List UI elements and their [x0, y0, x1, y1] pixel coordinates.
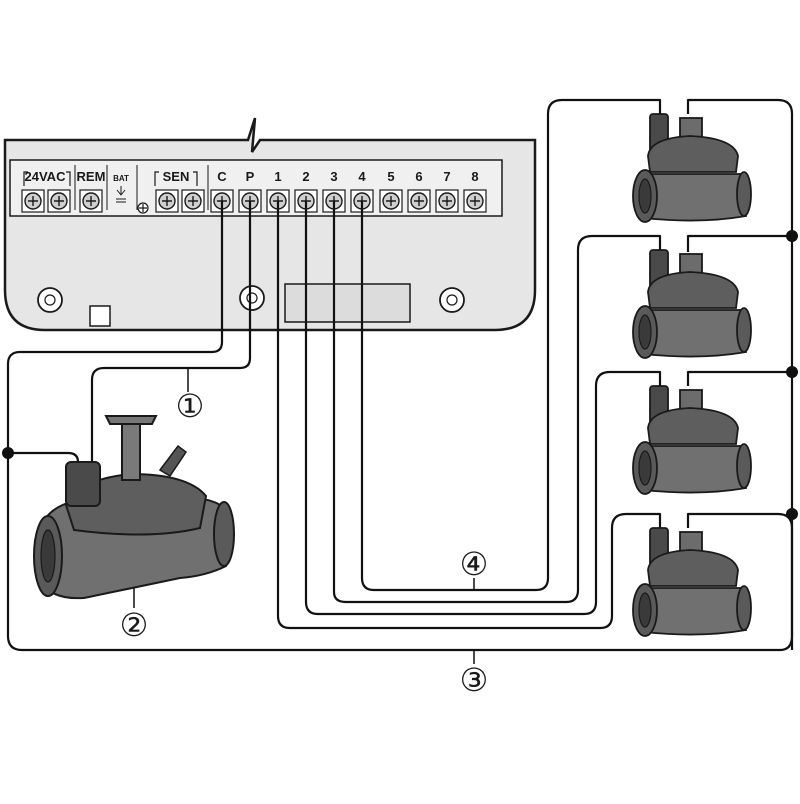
zone-common-wire: [686, 98, 794, 232]
zone-valve-bonnet: [647, 135, 739, 173]
zone-valve-outlet: [736, 307, 752, 353]
zone-1-wire: [276, 201, 662, 630]
screw-terminal: [435, 189, 459, 213]
mounting-hole: [37, 287, 63, 313]
screw-terminal: [379, 189, 403, 213]
controller-tab: [89, 305, 111, 327]
plus-sign-icon: [139, 204, 147, 212]
callout-1: ①: [176, 388, 205, 424]
zone-valve: [632, 249, 752, 359]
terminal-label-c: C: [217, 169, 227, 184]
junction-dots: [2, 230, 798, 520]
terminal-label-bat: BAT: [113, 174, 129, 183]
zone-valves: [632, 113, 752, 637]
zone-valve-bonnet: [647, 549, 739, 587]
terminal-label-4: 4: [358, 169, 366, 184]
screw-terminal: [47, 189, 71, 213]
terminal-group-bracket: [154, 171, 198, 186]
callouts: ① ② ③ ④: [120, 388, 489, 698]
zone-4-wire: [360, 98, 662, 592]
master-valve-bleed: [158, 444, 188, 478]
master-valve-wire: [90, 201, 252, 470]
zone-3-wire: [332, 201, 662, 604]
junction-dot: [786, 508, 798, 520]
screw-terminal: [463, 189, 487, 213]
terminal-label-rem: REM: [77, 169, 106, 184]
zone-valve: [632, 527, 752, 637]
zone-valve-bonnet: [647, 271, 739, 309]
bat-arrow-icon: [116, 186, 126, 203]
master-valve-solenoid: [65, 461, 101, 507]
zone-valve-inlet-bore: [638, 178, 652, 214]
master-valve-handle: [104, 415, 158, 425]
junction-dot: [786, 230, 798, 242]
terminal-label-5: 5: [387, 169, 394, 184]
zone-valve-inlet-bore: [638, 592, 652, 628]
zone-valve-outlet: [736, 585, 752, 631]
screw-terminal-row: [21, 189, 487, 213]
terminal-label-2: 2: [302, 169, 309, 184]
callout-4: ④: [460, 546, 489, 582]
zone-valve-outlet: [736, 171, 752, 217]
terminal-label-1: 1: [274, 169, 281, 184]
terminal-label-8: 8: [471, 169, 478, 184]
master-valve: [33, 415, 235, 600]
terminal-label-24vac: 24VAC: [25, 169, 67, 184]
junction-dot: [786, 366, 798, 378]
terminal-divider: [74, 165, 209, 210]
callout-3: ③: [460, 662, 489, 698]
zone-valve: [632, 113, 752, 223]
zone-valve-bonnet: [647, 407, 739, 445]
terminal-label-6: 6: [415, 169, 422, 184]
common-wire: [6, 201, 794, 652]
controller: 24VAC REM BAT SEN C P 1 2 3 4 5 6 7 8: [3, 117, 537, 332]
zone-common-wire: [686, 234, 792, 252]
terminal-label-p: P: [246, 169, 255, 184]
callout-2: ②: [120, 607, 149, 643]
master-valve-inlet-bore: [40, 529, 56, 583]
screw-terminal: [407, 189, 431, 213]
terminal-label-sen: SEN: [163, 169, 190, 184]
zone-valve-inlet-bore: [638, 314, 652, 350]
wires: [6, 98, 794, 664]
terminal-group-bracket: [23, 171, 71, 186]
screw-terminal: [79, 189, 103, 213]
screw-terminal: [181, 189, 205, 213]
zone-valve-inlet-bore: [638, 450, 652, 486]
zone-common-wire: [686, 370, 792, 386]
screw-terminal: [155, 189, 179, 213]
controller-slot: [284, 283, 411, 323]
zone-valve-outlet: [736, 443, 752, 489]
screw-terminal: [21, 189, 45, 213]
terminal-label-3: 3: [330, 169, 337, 184]
mounting-hole: [239, 285, 265, 311]
mounting-hole: [439, 287, 465, 313]
zone-valve: [632, 385, 752, 495]
master-valve-stem: [121, 423, 141, 481]
zone-2-wire: [304, 201, 662, 616]
terminal-label-7: 7: [443, 169, 450, 184]
master-valve-outlet: [213, 501, 235, 567]
junction-dot: [2, 447, 14, 459]
